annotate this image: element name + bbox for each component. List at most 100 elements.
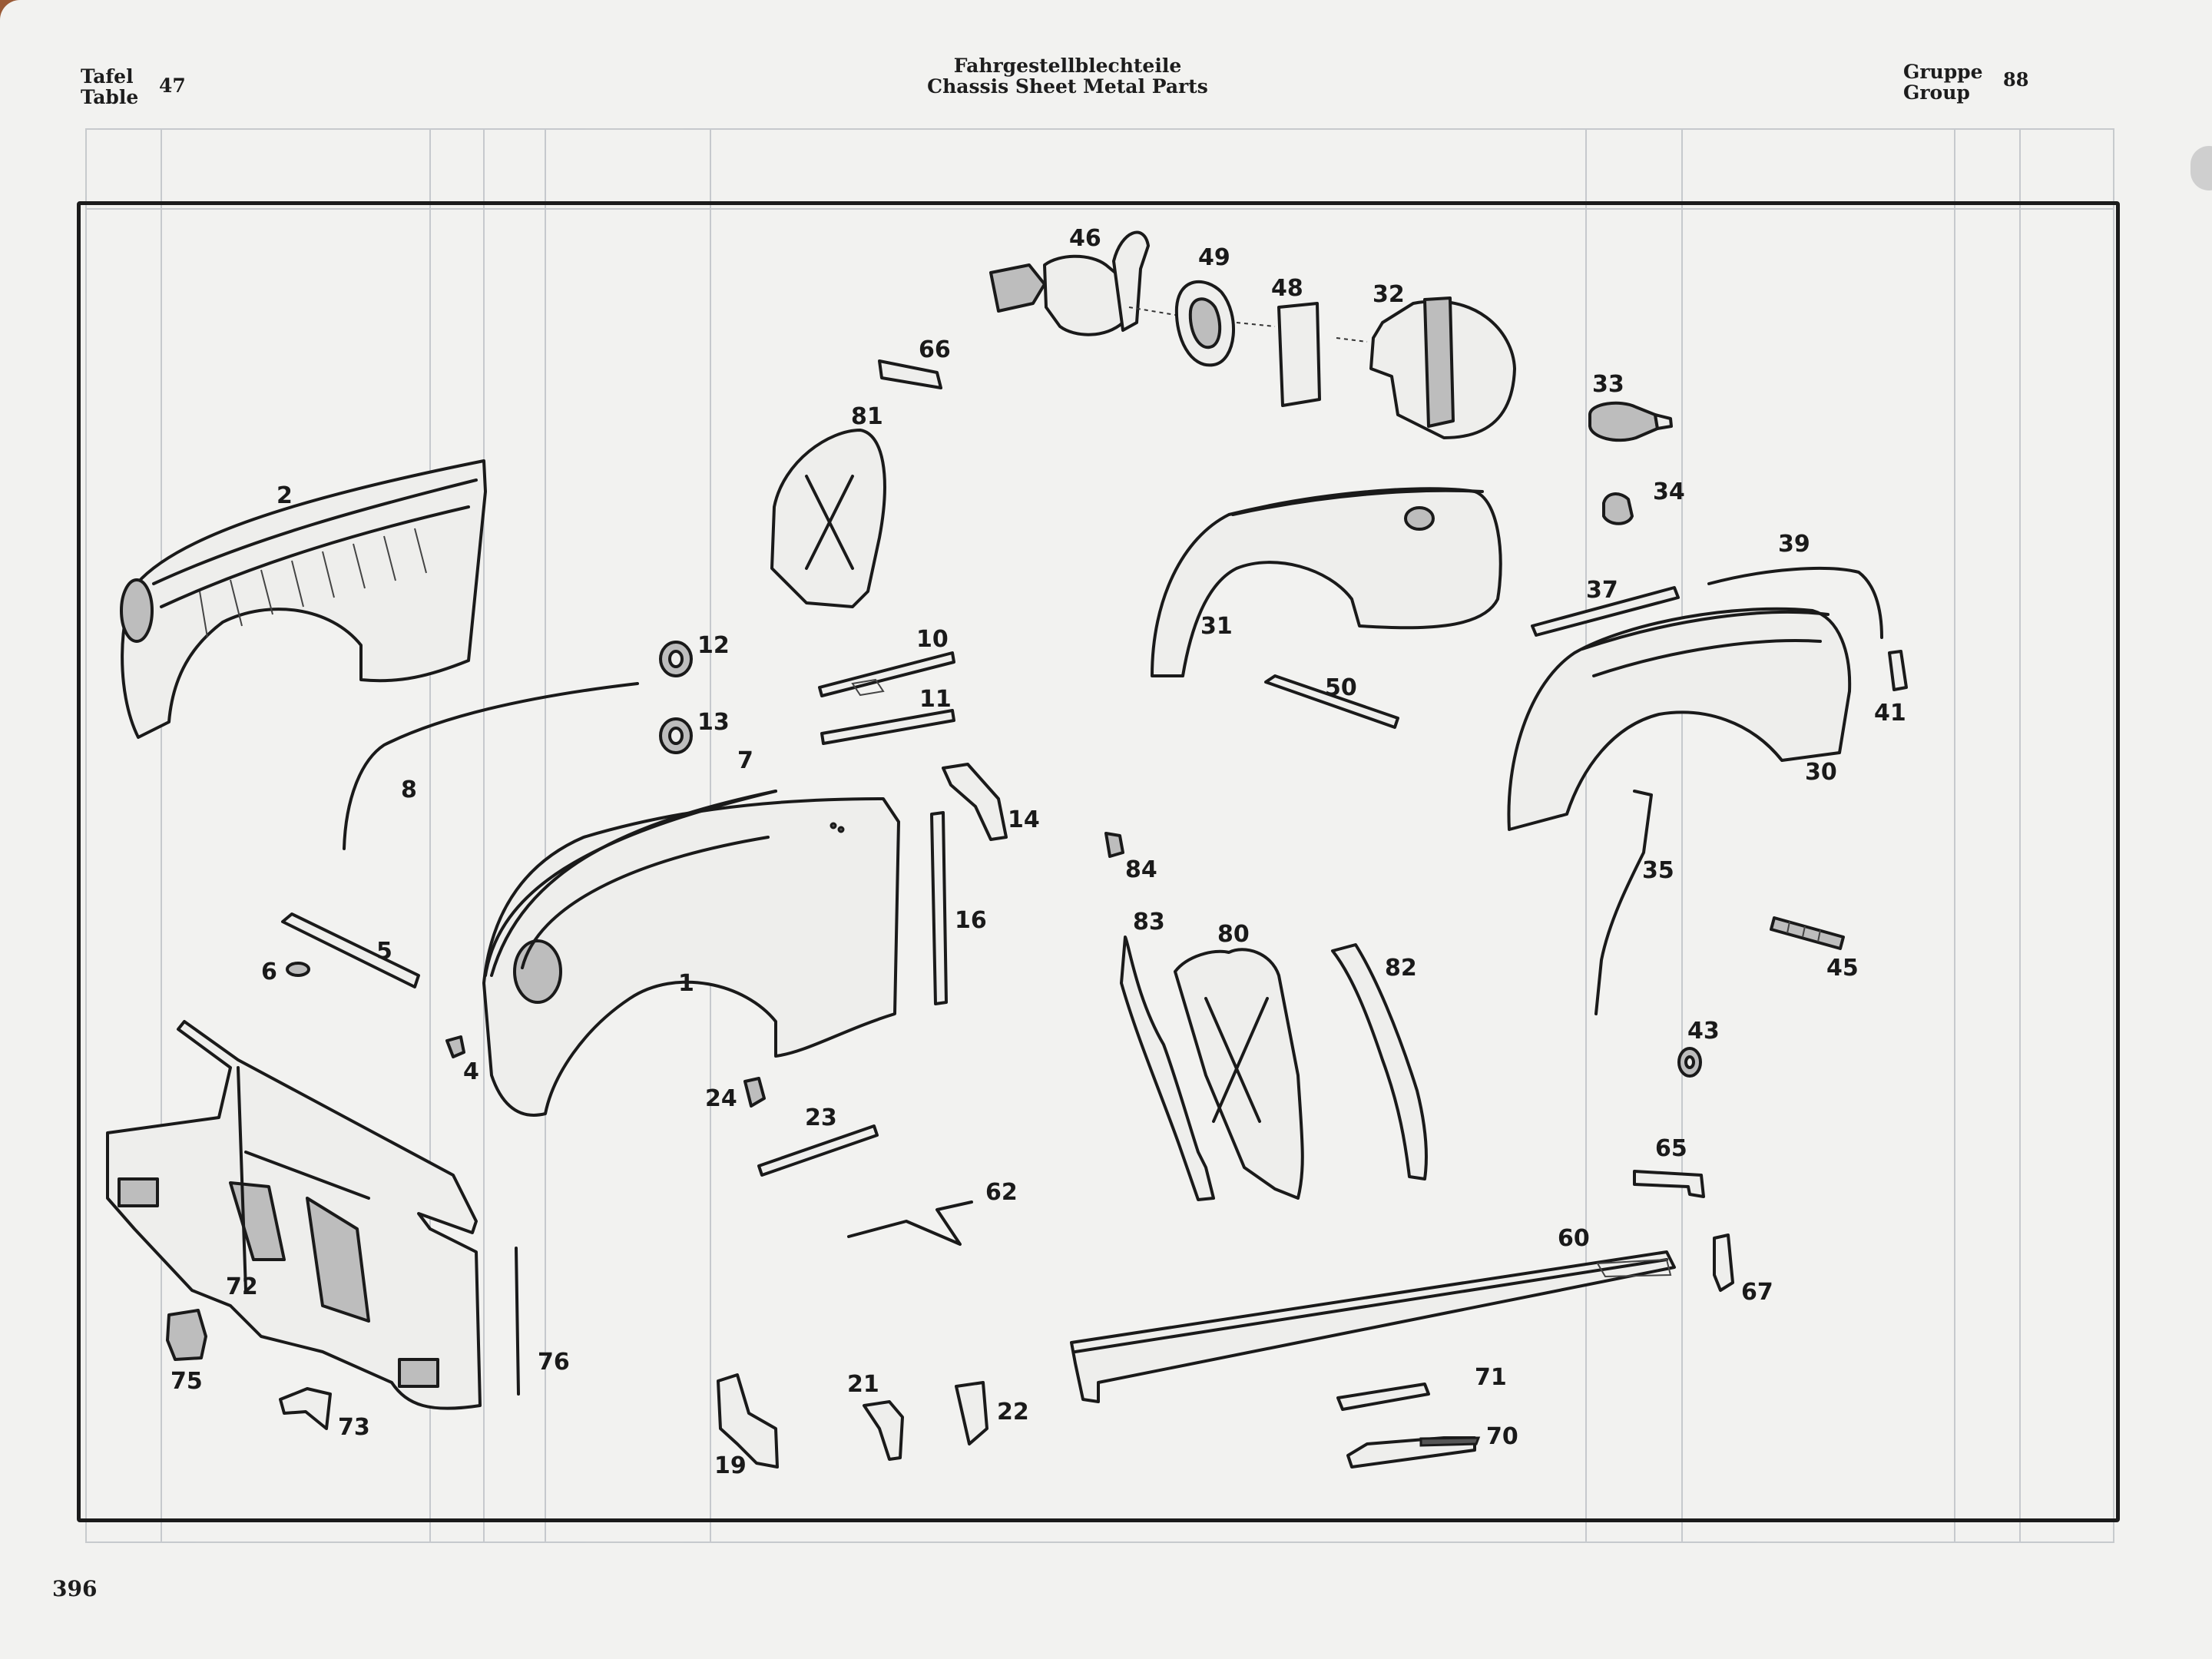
callout-30: 30 <box>1805 759 1837 786</box>
part-45-stud <box>1770 916 1845 950</box>
part-11-strip <box>820 709 955 745</box>
group-number: 88 <box>2003 68 2029 91</box>
callout-41: 41 <box>1874 700 1906 727</box>
callout-39: 39 <box>1778 531 1810 558</box>
part-4-bolt <box>445 1035 465 1058</box>
tafel-label: Tafel <box>81 65 134 88</box>
part-39-strip <box>1707 567 1883 639</box>
callout-45: 45 <box>1826 955 1859 982</box>
diagram-frame <box>77 201 2120 1522</box>
callout-62: 62 <box>985 1179 1018 1206</box>
part-48-plate <box>1277 302 1321 407</box>
part-65-bracket <box>1633 1170 1705 1198</box>
gruppe-label: Gruppe <box>1903 61 1983 83</box>
callout-31: 31 <box>1200 613 1233 640</box>
part-76-strip <box>515 1247 520 1396</box>
callout-82: 82 <box>1385 955 1417 982</box>
title-english: Chassis Sheet Metal Parts <box>927 75 1208 98</box>
callout-66: 66 <box>919 336 951 363</box>
callout-14: 14 <box>1008 806 1040 833</box>
callout-2: 2 <box>276 482 293 509</box>
callout-75: 75 <box>171 1368 203 1395</box>
part-83-panel <box>1120 935 1215 1201</box>
part-82-panel <box>1331 943 1428 1181</box>
callout-37: 37 <box>1586 577 1618 604</box>
callout-11: 11 <box>919 686 952 713</box>
part-43-hole <box>1684 1055 1695 1069</box>
callout-35: 35 <box>1642 857 1674 884</box>
part-73-bracket <box>279 1387 332 1430</box>
callout-19: 19 <box>714 1452 747 1479</box>
callout-71: 71 <box>1475 1364 1507 1391</box>
callout-5: 5 <box>376 938 392 965</box>
table-label-en: Table <box>81 86 139 108</box>
callout-16: 16 <box>955 907 987 934</box>
callout-60: 60 <box>1558 1225 1590 1252</box>
callout-6: 6 <box>261 959 277 985</box>
part-60-sill <box>1070 1250 1676 1403</box>
part-84-clip <box>1104 832 1124 858</box>
callout-24: 24 <box>705 1085 737 1112</box>
part-71-strip <box>1336 1382 1430 1411</box>
part-10-detail <box>851 678 885 697</box>
part-49-ring <box>1174 280 1235 367</box>
part-22-plate <box>955 1381 988 1445</box>
part-72-apron <box>106 1020 482 1410</box>
callout-4: 4 <box>463 1058 479 1085</box>
part-66-strip <box>878 359 942 389</box>
callout-84: 84 <box>1125 856 1157 883</box>
callout-72: 72 <box>226 1273 258 1300</box>
part-70-strip <box>1346 1436 1481 1469</box>
part-80-panel <box>1174 948 1304 1200</box>
part-45-thread <box>1786 921 1821 942</box>
callout-1: 1 <box>678 970 694 997</box>
callout-7: 7 <box>737 747 753 774</box>
part-33-buffer <box>1588 401 1673 442</box>
callout-49: 49 <box>1198 244 1230 271</box>
callout-22: 22 <box>997 1399 1029 1426</box>
callout-65: 65 <box>1655 1135 1687 1162</box>
part-37-strip <box>1531 586 1680 637</box>
callout-76: 76 <box>538 1349 570 1376</box>
part-50-rod <box>1264 674 1399 729</box>
title-german: Fahrgestellblechteile <box>953 55 1182 77</box>
part-2-fender <box>120 459 487 739</box>
callout-80: 80 <box>1217 921 1250 948</box>
part-34-buffer <box>1602 492 1634 525</box>
part-30-rear-fender <box>1507 607 1852 831</box>
part-32-hinge <box>1369 296 1516 439</box>
table-label: Tafel Table 47 <box>81 65 186 108</box>
part-19-bracket <box>717 1373 779 1469</box>
group-label: Gruppe Group 88 <box>1903 61 2028 104</box>
group-label-en: Group <box>1903 81 1970 104</box>
callout-43: 43 <box>1687 1018 1720 1045</box>
part-16-strip <box>930 811 948 1005</box>
table-number: 47 <box>159 75 186 97</box>
part-21-bracket <box>863 1400 904 1461</box>
callout-32: 32 <box>1373 281 1405 308</box>
callout-8: 8 <box>401 777 417 803</box>
page-number: 396 <box>52 1576 98 1601</box>
part-1-fender <box>482 790 900 1117</box>
part-13-hole <box>668 727 684 745</box>
callout-73: 73 <box>338 1414 370 1441</box>
callout-33: 33 <box>1592 371 1624 398</box>
part-46-lock <box>989 230 1150 336</box>
callout-46: 46 <box>1069 225 1101 252</box>
part-41-cap <box>1888 650 1908 691</box>
page-title: Fahrgestellblechteile Chassis Sheet Meta… <box>868 55 1267 97</box>
callout-23: 23 <box>805 1104 837 1131</box>
callout-81: 81 <box>851 403 883 430</box>
part-67-bracket <box>1713 1233 1734 1292</box>
part-81-panel <box>770 429 886 608</box>
callout-12: 12 <box>697 632 730 659</box>
part-75-block <box>166 1309 207 1361</box>
part-35-bracket <box>1594 790 1653 1015</box>
callout-50: 50 <box>1325 674 1357 701</box>
callout-21: 21 <box>847 1371 879 1398</box>
part-8-strip <box>343 682 639 850</box>
callout-13: 13 <box>697 709 730 736</box>
